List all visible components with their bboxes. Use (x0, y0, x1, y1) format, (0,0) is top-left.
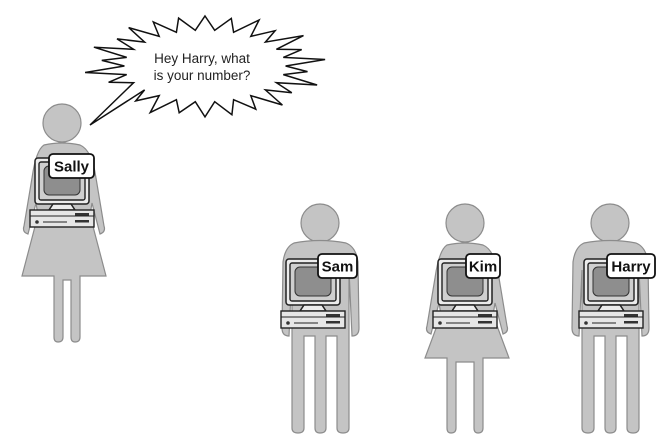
person-head (446, 204, 484, 242)
name-label-sally: Sally (54, 159, 90, 176)
speech-text-line1: Hey Harry, what (154, 51, 250, 66)
name-label-kim: Kim (469, 259, 497, 276)
name-label-harry: Harry (611, 259, 651, 276)
name-label-sam: Sam (322, 259, 354, 276)
person-sally: Sally (22, 104, 106, 342)
person-head (591, 204, 629, 242)
person-kim: Kim (425, 204, 509, 433)
person-sam: Sam (281, 204, 359, 433)
person-head (301, 204, 339, 242)
speech-bubble: Hey Harry, what is your number? (85, 16, 325, 125)
person-head (43, 104, 81, 142)
speech-text-line2: is your number? (154, 68, 251, 83)
person-harry: Harry (572, 204, 655, 433)
